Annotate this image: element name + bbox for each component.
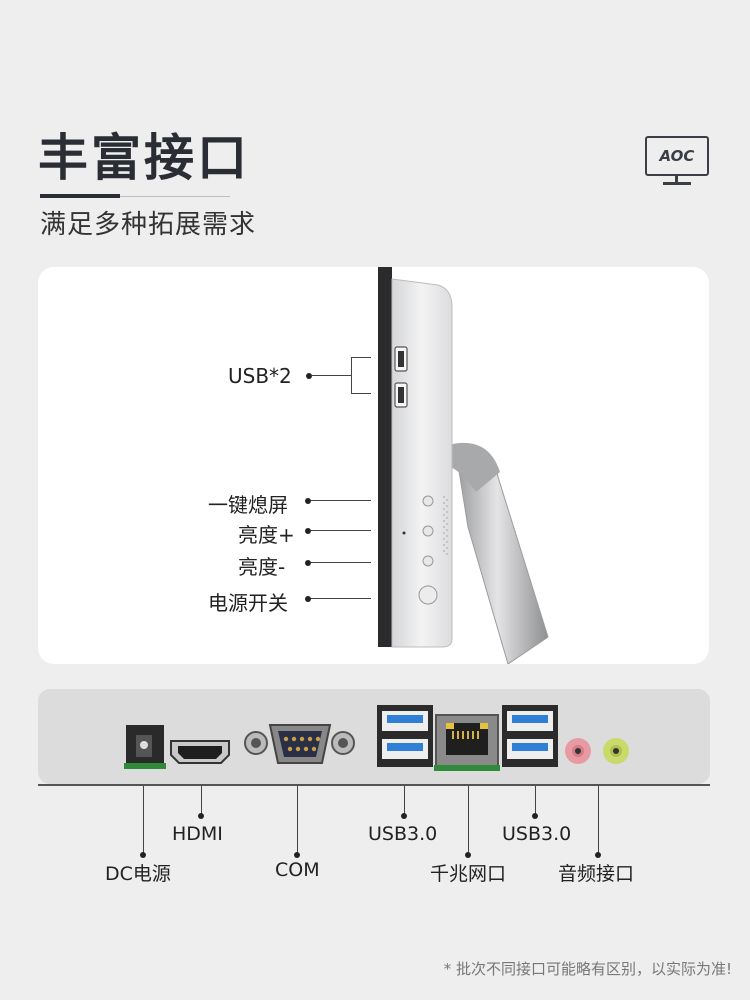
hdmi-port — [170, 740, 230, 764]
rear-io-panel — [38, 689, 710, 784]
title-divider — [120, 196, 230, 197]
front-bezel — [378, 267, 392, 647]
label-screen-off: 一键熄屏 — [208, 493, 288, 517]
logo-text: AOC — [645, 136, 709, 176]
label-dc: DC电源 — [105, 863, 171, 885]
callout-line-usb3-right — [535, 786, 536, 816]
callout-bracket — [351, 357, 352, 393]
callout-dot — [294, 852, 300, 858]
logo-neck — [675, 176, 678, 182]
label-com: COM — [275, 859, 320, 881]
callout-line — [311, 530, 371, 531]
label-audio: 音频接口 — [558, 863, 635, 885]
footnote: * 批次不同接口可能略有区别，以实际为准! — [443, 960, 732, 978]
callout-line-dc — [143, 786, 144, 854]
page-subtitle: 满足多种拓展需求 — [40, 210, 257, 240]
callout-dot — [305, 596, 311, 602]
label-brightness-down: 亮度- — [238, 555, 286, 579]
callout-dot — [305, 528, 311, 534]
side-view-card: USB*2 一键熄屏 亮度+ 亮度- 电源开关 — [38, 267, 709, 664]
callout-dot — [140, 852, 146, 858]
callout-dot — [595, 852, 601, 858]
monitor-body — [391, 278, 453, 648]
callout-dot — [465, 852, 471, 858]
label-power: 电源开关 — [208, 591, 288, 615]
panel-baseline — [38, 784, 710, 786]
callout-dot — [401, 813, 407, 819]
label-lan: 千兆网口 — [430, 863, 507, 885]
callout-dot — [306, 373, 312, 379]
audio-ports — [565, 738, 629, 764]
callout-line-usb3-left — [404, 786, 405, 816]
vent-grille — [443, 496, 448, 555]
monitor-side-illustration — [378, 267, 549, 664]
label-hdmi: HDMI — [172, 823, 223, 845]
callout-line — [351, 393, 371, 394]
lan-port — [434, 714, 500, 771]
title-underline — [40, 194, 120, 198]
brightness-up-button — [422, 525, 434, 537]
callout-line — [311, 562, 371, 563]
label-brightness-up: 亮度+ — [238, 523, 295, 547]
callout-line-hdmi — [201, 786, 202, 816]
callout-line-com — [297, 786, 298, 854]
rear-ports-illustration — [124, 705, 629, 771]
brightness-down-button — [422, 555, 434, 567]
page-title: 丰富接口 — [38, 129, 250, 187]
callout-line-audio — [598, 786, 599, 854]
label-usb3-left: USB3.0 — [368, 823, 438, 845]
monitor-logo-icon: AOC — [645, 136, 709, 186]
label-usb3-right: USB3.0 — [502, 823, 572, 845]
logo-base — [663, 182, 691, 185]
callout-line — [351, 357, 371, 358]
callout-dot — [305, 560, 311, 566]
callout-dot — [198, 813, 204, 819]
dc-jack-port — [124, 725, 166, 769]
screen-off-button — [422, 495, 434, 507]
callout-line — [312, 375, 352, 376]
stand-hinge — [448, 442, 500, 492]
callout-line-lan — [468, 786, 469, 854]
label-usb-side: USB*2 — [228, 364, 292, 388]
usb3-port-right — [502, 705, 558, 767]
usb3-port-left — [377, 705, 433, 767]
callout-dot — [532, 813, 538, 819]
power-button — [418, 585, 438, 605]
callout-line — [311, 598, 371, 599]
callout-dot — [305, 498, 311, 504]
callout-line — [311, 500, 371, 501]
com-port — [244, 724, 355, 764]
